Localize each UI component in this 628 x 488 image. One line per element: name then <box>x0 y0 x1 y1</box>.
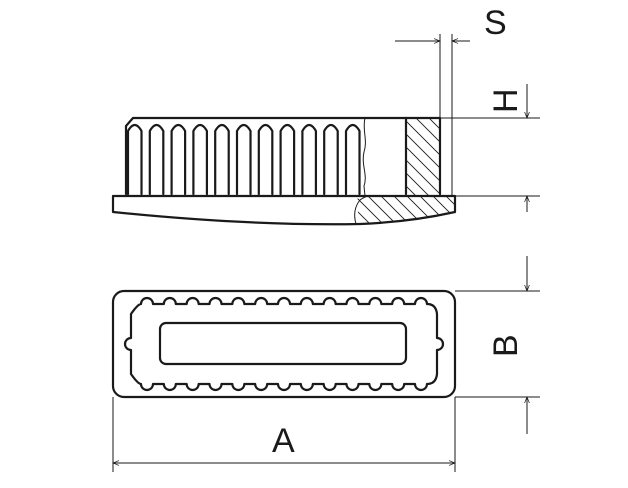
hatch-line <box>365 196 399 224</box>
dimension-label-a: A <box>272 422 295 460</box>
knurled-outline <box>123 296 445 392</box>
hatch-line <box>406 133 440 169</box>
hatch-line <box>249 194 281 226</box>
hatch-line <box>430 196 455 224</box>
hatch-line <box>404 196 438 224</box>
dimension-a: A <box>112 397 456 472</box>
section-hatch-wall <box>406 118 533 196</box>
knurl-rib <box>279 123 296 196</box>
knurl-rib <box>126 123 143 196</box>
hatch-line <box>470 194 502 226</box>
hatch-line <box>356 196 373 224</box>
flange-break <box>354 195 369 225</box>
section-hatch-flange <box>249 194 502 226</box>
knurl-rib <box>323 123 339 196</box>
hatch-line <box>455 118 533 196</box>
break-line <box>362 117 366 197</box>
hatch-line <box>288 194 320 226</box>
knurl-ribs <box>126 123 361 196</box>
hatch-line <box>275 194 307 226</box>
body-outline <box>124 116 442 196</box>
hatch-line <box>314 194 346 226</box>
knurl-rib <box>235 123 252 196</box>
top-view <box>111 289 457 399</box>
dimension-s: S <box>395 4 507 196</box>
dimension-h: H <box>440 84 540 212</box>
inner-opening <box>158 321 408 366</box>
hatch-line <box>443 196 455 224</box>
hatch-line <box>417 196 451 224</box>
hatch-line <box>416 119 440 143</box>
hatch-line <box>442 118 520 196</box>
dimension-label-h: H <box>487 88 525 113</box>
knurl-rib <box>148 123 165 196</box>
hatch-line <box>301 194 333 226</box>
knurl-rib <box>170 123 187 196</box>
hatch-line <box>262 194 294 226</box>
hatch-line <box>406 185 416 195</box>
dimension-label-b: B <box>487 334 525 357</box>
side-view <box>111 116 533 226</box>
flange-outline <box>111 194 457 226</box>
knurl-rib <box>301 123 318 196</box>
dimension-b: B <box>455 256 540 434</box>
knurl-rib <box>214 123 230 196</box>
knurl-rib <box>344 123 361 196</box>
hatch-line <box>356 196 386 224</box>
dimension-label-s: S <box>484 4 507 42</box>
outer-outline <box>111 289 457 399</box>
hatch-line <box>406 146 440 182</box>
knurl-rib <box>257 123 274 196</box>
hatch-line <box>406 159 440 195</box>
hatch-line <box>457 194 489 226</box>
hatch-line <box>406 120 440 156</box>
hatch-line <box>356 196 360 224</box>
hatch-line <box>406 172 429 195</box>
knurl-rib <box>192 123 209 196</box>
